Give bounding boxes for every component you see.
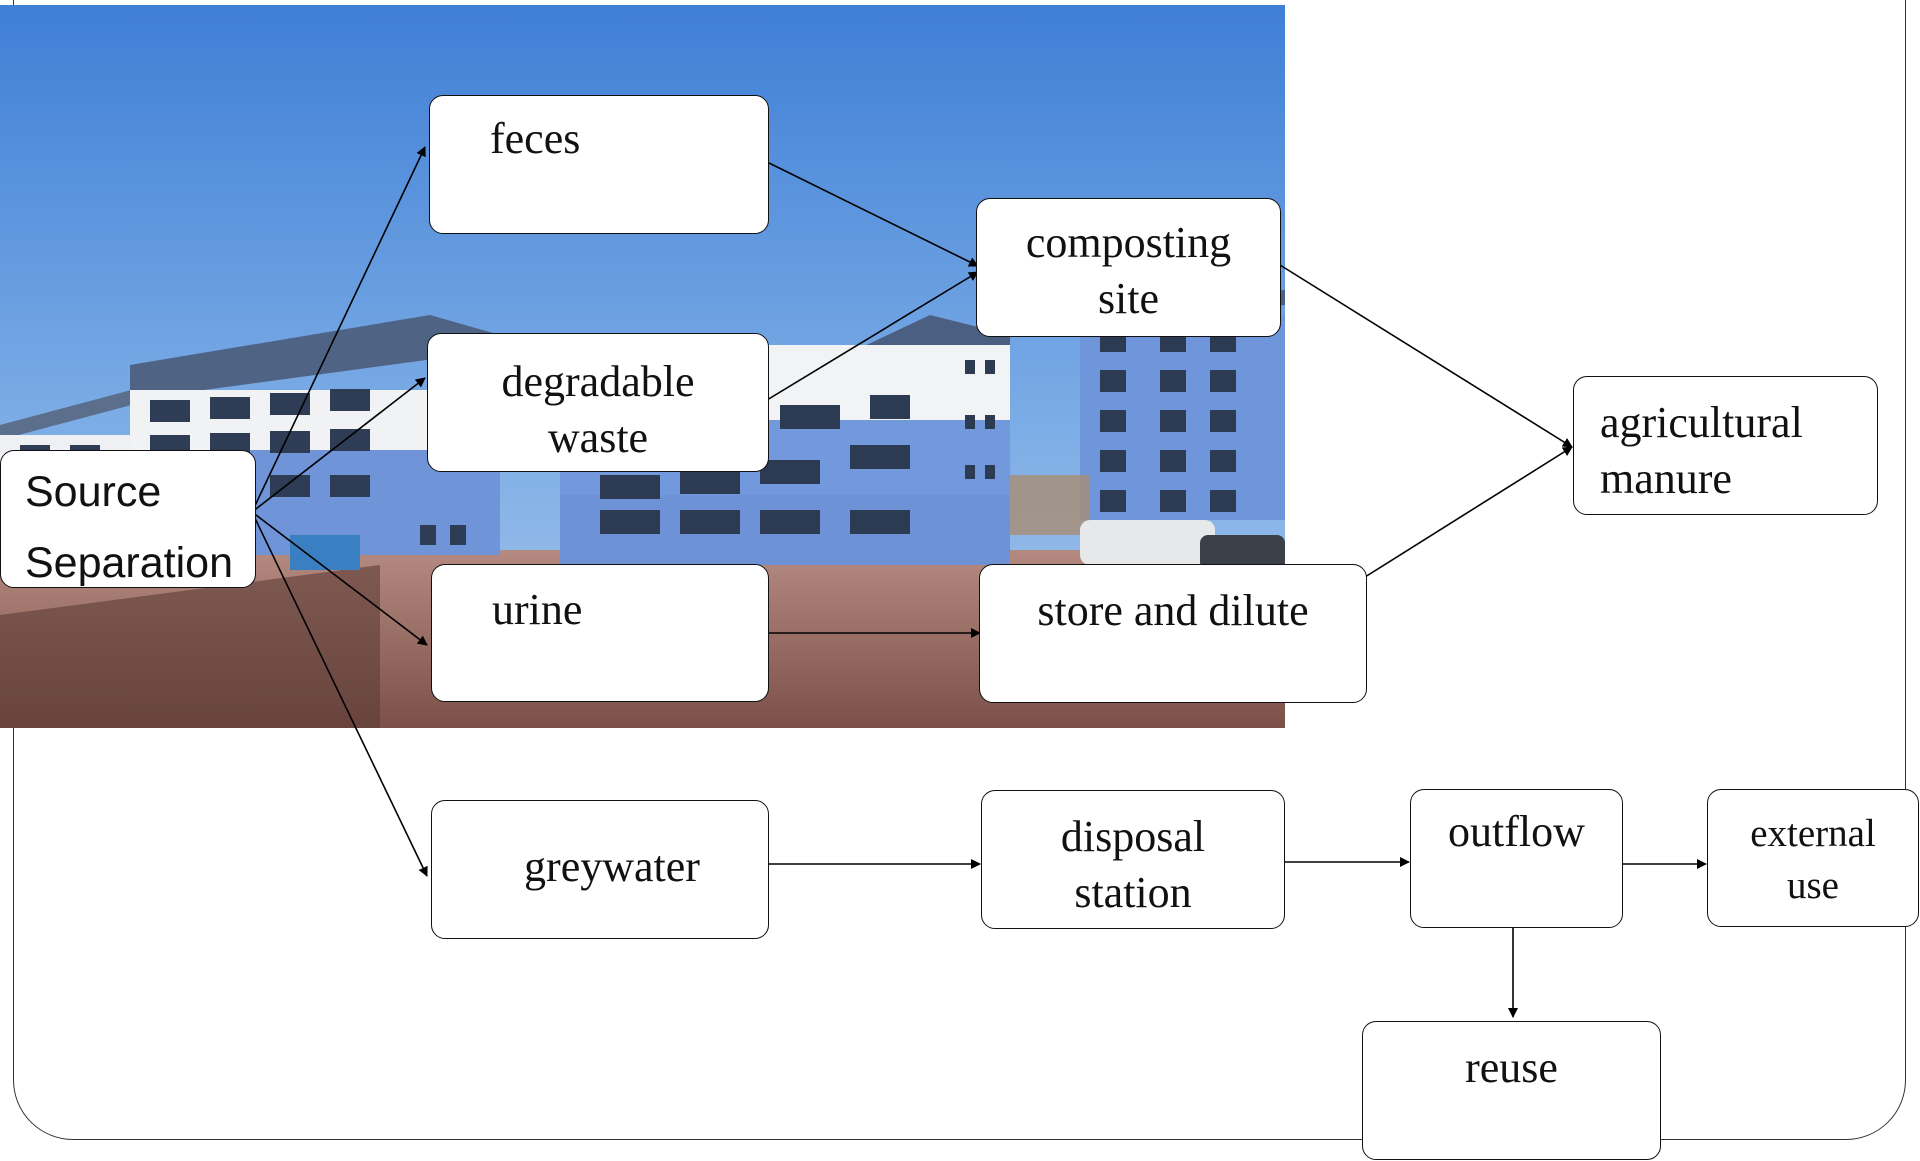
node-reuse-label: reuse <box>1465 1043 1558 1092</box>
node-agricultural-manure: agricultural manure <box>1573 376 1878 515</box>
node-degradable-line2: waste <box>547 413 649 462</box>
node-disposal-station: disposal station <box>981 790 1285 929</box>
node-agricultural-line2: manure <box>1600 454 1732 503</box>
node-feces: feces <box>429 95 769 234</box>
node-feces-label: feces <box>490 114 581 163</box>
node-external-use: external use <box>1707 789 1919 927</box>
node-outflow-label: outflow <box>1448 807 1585 856</box>
node-source-separation: Source Separation <box>0 450 256 588</box>
node-store-and-dilute: store and dilute <box>979 564 1367 703</box>
node-greywater: greywater <box>431 800 769 939</box>
node-source-line1: Source <box>25 468 162 516</box>
node-disposal-line1: disposal <box>1060 812 1206 861</box>
node-outflow: outflow <box>1410 789 1623 928</box>
node-store-label: store and dilute <box>1037 586 1309 635</box>
node-urine-label: urine <box>492 585 583 634</box>
node-external-line2: use <box>1787 864 1839 907</box>
node-composting-site: composting site <box>976 198 1281 337</box>
node-agricultural-line1: agricultural <box>1600 398 1803 447</box>
node-urine: urine <box>431 564 769 702</box>
node-source-line2: Separation <box>25 539 233 587</box>
node-external-line1: external <box>1750 812 1876 855</box>
node-composting-line1: composting <box>1025 218 1232 267</box>
node-disposal-line2: station <box>1074 868 1192 917</box>
node-composting-line2: site <box>1097 274 1160 323</box>
node-greywater-label: greywater <box>524 842 700 891</box>
node-degradable-line1: degradable <box>501 357 695 406</box>
node-degradable-waste: degradable waste <box>427 333 769 472</box>
node-reuse: reuse <box>1362 1021 1661 1160</box>
